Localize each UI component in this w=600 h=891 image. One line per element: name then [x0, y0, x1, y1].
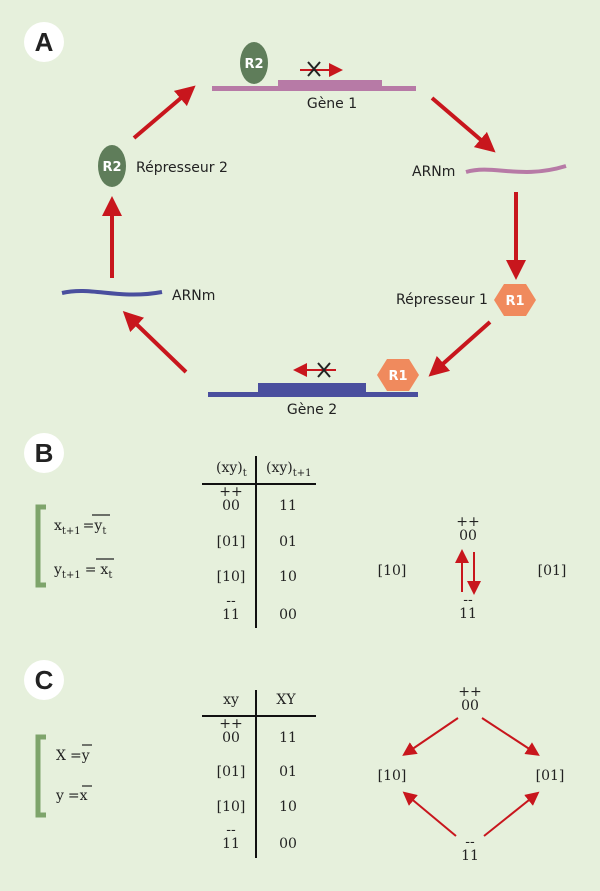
panel-b-state-top: 00: [459, 528, 477, 544]
gene1-block-cross-icon: [307, 61, 321, 77]
panel-b-state-right: [01]: [538, 563, 567, 579]
panel-b-header-left: (xy)t: [216, 460, 247, 479]
panel-b-letter: B: [35, 438, 54, 468]
gene1-coding-region: [278, 80, 382, 87]
panel-c-row3-right: 10: [279, 799, 297, 815]
panel-c-equation-1: X=y: [56, 748, 90, 764]
gene1-strand: [212, 86, 416, 91]
panel-b-equation-2: yt+1=xt: [53, 562, 112, 581]
panel-c-row1-marks: ++: [219, 716, 242, 732]
panel-c-truth-table: xy XY ++ 00 11 [01] 01 [10] 10 -- 11 00: [202, 690, 316, 858]
panel-b-header-right: (xy)t+1: [266, 460, 312, 479]
panel-c-header-left: xy: [223, 692, 239, 708]
panel-c-arrow-top-to-right: [481, 717, 540, 756]
panel-b-row4-left: 11: [222, 607, 240, 623]
panel-c-row1-left: 00: [222, 730, 240, 746]
r1-bound-icon: [377, 359, 419, 391]
panel-c-state-top-marks: ++: [458, 684, 481, 700]
panel-b-state-bottom: 11: [459, 606, 477, 622]
panel-c-state-left: [10]: [378, 768, 407, 784]
mrna-right-strand: [465, 164, 567, 174]
arrow-gene2-to-mrna: [122, 311, 188, 374]
panel-b-truth-table: (xy)t (xy)t+1 ++ 00 11 [01] 01 [10] 10 -…: [202, 456, 316, 628]
gene2-block-cross-icon: [317, 362, 331, 378]
panel-b-state-top-marks: ++: [456, 514, 479, 530]
panel-a: A Gène 1 R2 ARNm R1 Répresseur 1: [24, 22, 567, 418]
r1-free-icon: [494, 284, 536, 316]
panel-b-state-graph: [10] [01] ++ 00 -- 11: [378, 514, 567, 622]
r2-free-icon: [98, 145, 126, 187]
panel-c-equation-2: y=x: [55, 788, 88, 804]
panel-b-row4-right: 00: [279, 607, 297, 623]
panel-c-badge: [24, 660, 64, 700]
panel-c-row2-right: 01: [279, 764, 297, 780]
panel-b-row2-right: 01: [279, 534, 297, 550]
panel-c-state-right: [01]: [536, 768, 565, 784]
mrna-right-label: ARNm: [412, 164, 455, 180]
panel-c-state-top: 00: [461, 698, 479, 714]
panel-c-row4-marks: --: [226, 822, 236, 838]
r2-free-label: R2: [102, 160, 121, 175]
repressor1-label: Répresseur 1: [396, 292, 488, 308]
panel-b-state-left: [10]: [378, 563, 407, 579]
panel-c-header-right: XY: [276, 692, 296, 708]
repressor2-label: Répresseur 2: [136, 160, 228, 176]
panel-b-row3-right: 10: [279, 569, 297, 585]
panel-b-row1-left: 00: [222, 498, 240, 514]
panel-b-row1-right: 11: [279, 498, 297, 514]
panel-b: B xt+1=yt yt+1=xt (xy)t (xy)t+1 ++ 00 11…: [24, 433, 566, 628]
arrow-gene1-to-mrna: [430, 96, 496, 153]
panel-c-row1-right: 11: [279, 730, 297, 746]
panel-c-state-bottom-marks: --: [465, 834, 475, 850]
panel-b-row1-marks: ++: [219, 484, 242, 500]
panel-c-state-bottom: 11: [461, 848, 479, 864]
panel-c: C X=y y=x xy XY ++ 00 11 [01] 01 [10] 10…: [24, 660, 564, 864]
gene2-label: Gène 2: [287, 402, 337, 418]
arrow-repressor1-to-gene2: [428, 320, 492, 377]
r2-bound-label: R2: [244, 57, 263, 72]
panel-c-arrow-top-to-left: [402, 717, 459, 756]
r1-free-label: R1: [505, 294, 524, 309]
mrna-left-label: ARNm: [172, 288, 215, 304]
gene2-strand: [208, 392, 418, 397]
panel-b-badge: [24, 433, 64, 473]
panel-b-row4-marks: --: [226, 593, 236, 609]
mrna-left-strand: [61, 289, 163, 297]
panel-c-row2-left: [01]: [217, 764, 246, 780]
panel-b-state-bottom-marks: --: [463, 592, 473, 608]
panel-b-equation-1: xt+1=yt: [54, 518, 106, 537]
r1-bound-label: R1: [388, 369, 407, 384]
panel-b-row2-left: [01]: [217, 534, 246, 550]
panel-c-row3-left: [10]: [217, 799, 246, 815]
panel-c-state-graph: ++ 00 [10] [01] -- 11: [378, 684, 565, 864]
gene2-coding-region: [258, 383, 366, 393]
panel-c-letter: C: [35, 665, 54, 695]
panel-a-badge: [24, 22, 64, 62]
panel-c-arrow-bottom-to-left: [402, 791, 457, 837]
panel-b-row3-left: [10]: [217, 569, 246, 585]
panel-b-system-bracket: [35, 504, 46, 588]
panel-a-letter: A: [35, 27, 54, 57]
panel-c-row4-right: 00: [279, 836, 297, 852]
panel-c-system-bracket: [35, 734, 46, 818]
panel-c-row4-left: 11: [222, 836, 240, 852]
r2-bound-icon: [240, 42, 268, 84]
panel-c-arrow-bottom-to-right: [483, 791, 540, 837]
arrow-repressor2-to-gene1: [132, 85, 196, 140]
gene1-label: Gène 1: [307, 96, 357, 112]
